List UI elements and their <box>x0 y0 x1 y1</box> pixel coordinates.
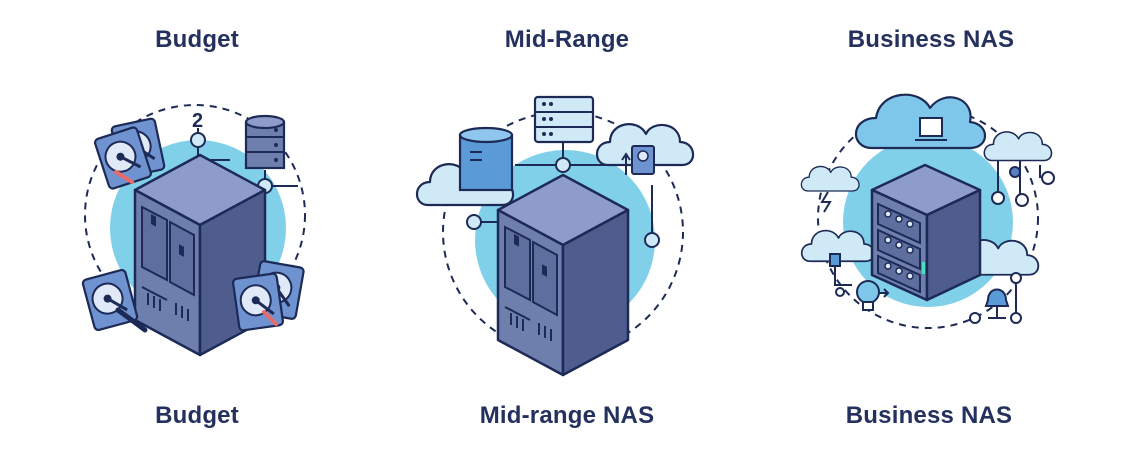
storage-cylinder-icon <box>458 126 514 192</box>
drive-magnifier-icon <box>80 267 148 333</box>
panel-title-business: Business NAS <box>847 26 1015 53</box>
panel-title-budget: Budget <box>155 26 239 53</box>
cloud-lightning-icon <box>800 165 860 213</box>
panel-business <box>800 93 1055 329</box>
panel-title-mid-range: Mid-Range <box>504 26 630 53</box>
hard-drive-stack-icon <box>92 116 167 192</box>
network-node <box>466 214 482 230</box>
cloud-plug-icon <box>800 229 890 298</box>
cloud-monitor-icon <box>854 93 986 150</box>
panel-budget: 2 <box>80 104 306 357</box>
badge-number: 2 <box>192 110 203 132</box>
rack-server-icon <box>533 95 595 144</box>
panel-caption-business: Business NAS <box>845 402 1013 429</box>
network-node <box>555 157 571 173</box>
panel-caption-budget: Budget <box>155 402 239 429</box>
cloud-switch-icon <box>983 131 1055 207</box>
server-tower-icon <box>496 173 630 377</box>
database-icon <box>244 114 286 170</box>
dashed-ring <box>817 107 1039 329</box>
business-server-icon <box>870 163 982 302</box>
lightbulb-icon <box>856 280 880 311</box>
network-node <box>644 232 660 248</box>
panel-caption-mid-range: Mid-range NAS <box>479 402 655 429</box>
network-node <box>190 132 206 148</box>
hard-drive-pair-icon <box>231 259 306 333</box>
panel-mid-range <box>415 95 695 377</box>
cloud-alert-icon <box>955 239 1040 324</box>
cloud-drive-icon <box>621 145 655 175</box>
